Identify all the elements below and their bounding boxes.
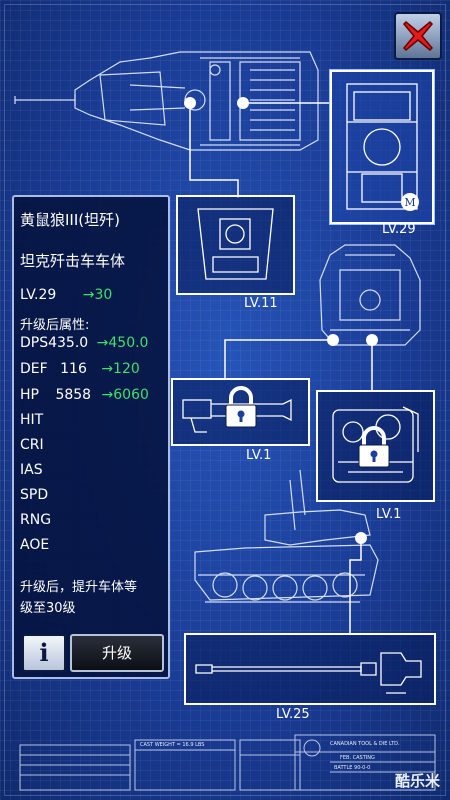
stat-def: DEF 116 →120 <box>20 361 140 377</box>
stat-ias: IAS <box>20 462 43 478</box>
level-row: LV.29 →30 <box>20 287 112 303</box>
sight-icon <box>182 398 292 433</box>
lock-icon <box>225 386 257 428</box>
next-level: →30 <box>82 287 113 303</box>
stat-hp: HP 5858 →6060 <box>20 387 149 403</box>
stat-rng: RNG <box>20 512 52 528</box>
part-engine-level: LV.1 <box>376 507 402 522</box>
stat-aoe: AOE <box>20 537 50 553</box>
lock-icon <box>358 426 390 468</box>
current-level: LV.29 <box>20 287 57 303</box>
close-button[interactable] <box>394 12 442 60</box>
gun-barrel-icon <box>195 652 422 694</box>
part-hull-level: LV.29 <box>382 222 416 237</box>
hull-topview-icon: M <box>346 83 419 211</box>
part-gun-level: LV.25 <box>276 707 310 722</box>
part-sight[interactable] <box>171 378 310 446</box>
stat-hit: HIT <box>20 412 44 428</box>
unit-name: 黄鼠狼III(坦歼) <box>20 211 120 229</box>
turret-icon <box>197 208 274 280</box>
stat-dps: DPS435.0 →450.0 <box>20 335 149 351</box>
part-info-panel: 黄鼠狼III(坦歼) 坦克歼击车车体 LV.29 →30 升级后属性: DPS4… <box>12 195 170 679</box>
stat-spd: SPD <box>20 487 49 503</box>
part-turret-level: LV.11 <box>244 296 278 311</box>
watermark: 酷乐米 <box>394 772 440 790</box>
part-sight-level: LV.1 <box>246 448 272 463</box>
stat-cri: CRI <box>20 437 44 453</box>
part-name: 坦克歼击车车体 <box>20 252 126 270</box>
part-hull[interactable]: M <box>330 70 434 224</box>
close-x-icon <box>402 20 434 52</box>
part-engine[interactable] <box>316 390 435 502</box>
part-turret[interactable] <box>176 195 295 295</box>
after-upgrade-label: 升级后属性: <box>20 318 90 333</box>
upgrade-description: 升级后，提升车体等 级至30级 <box>20 580 138 616</box>
upgrade-button[interactable]: 升级 <box>70 634 164 672</box>
info-button[interactable]: i <box>22 634 66 672</box>
svg-text:M: M <box>404 196 415 209</box>
part-gun[interactable] <box>184 633 436 705</box>
